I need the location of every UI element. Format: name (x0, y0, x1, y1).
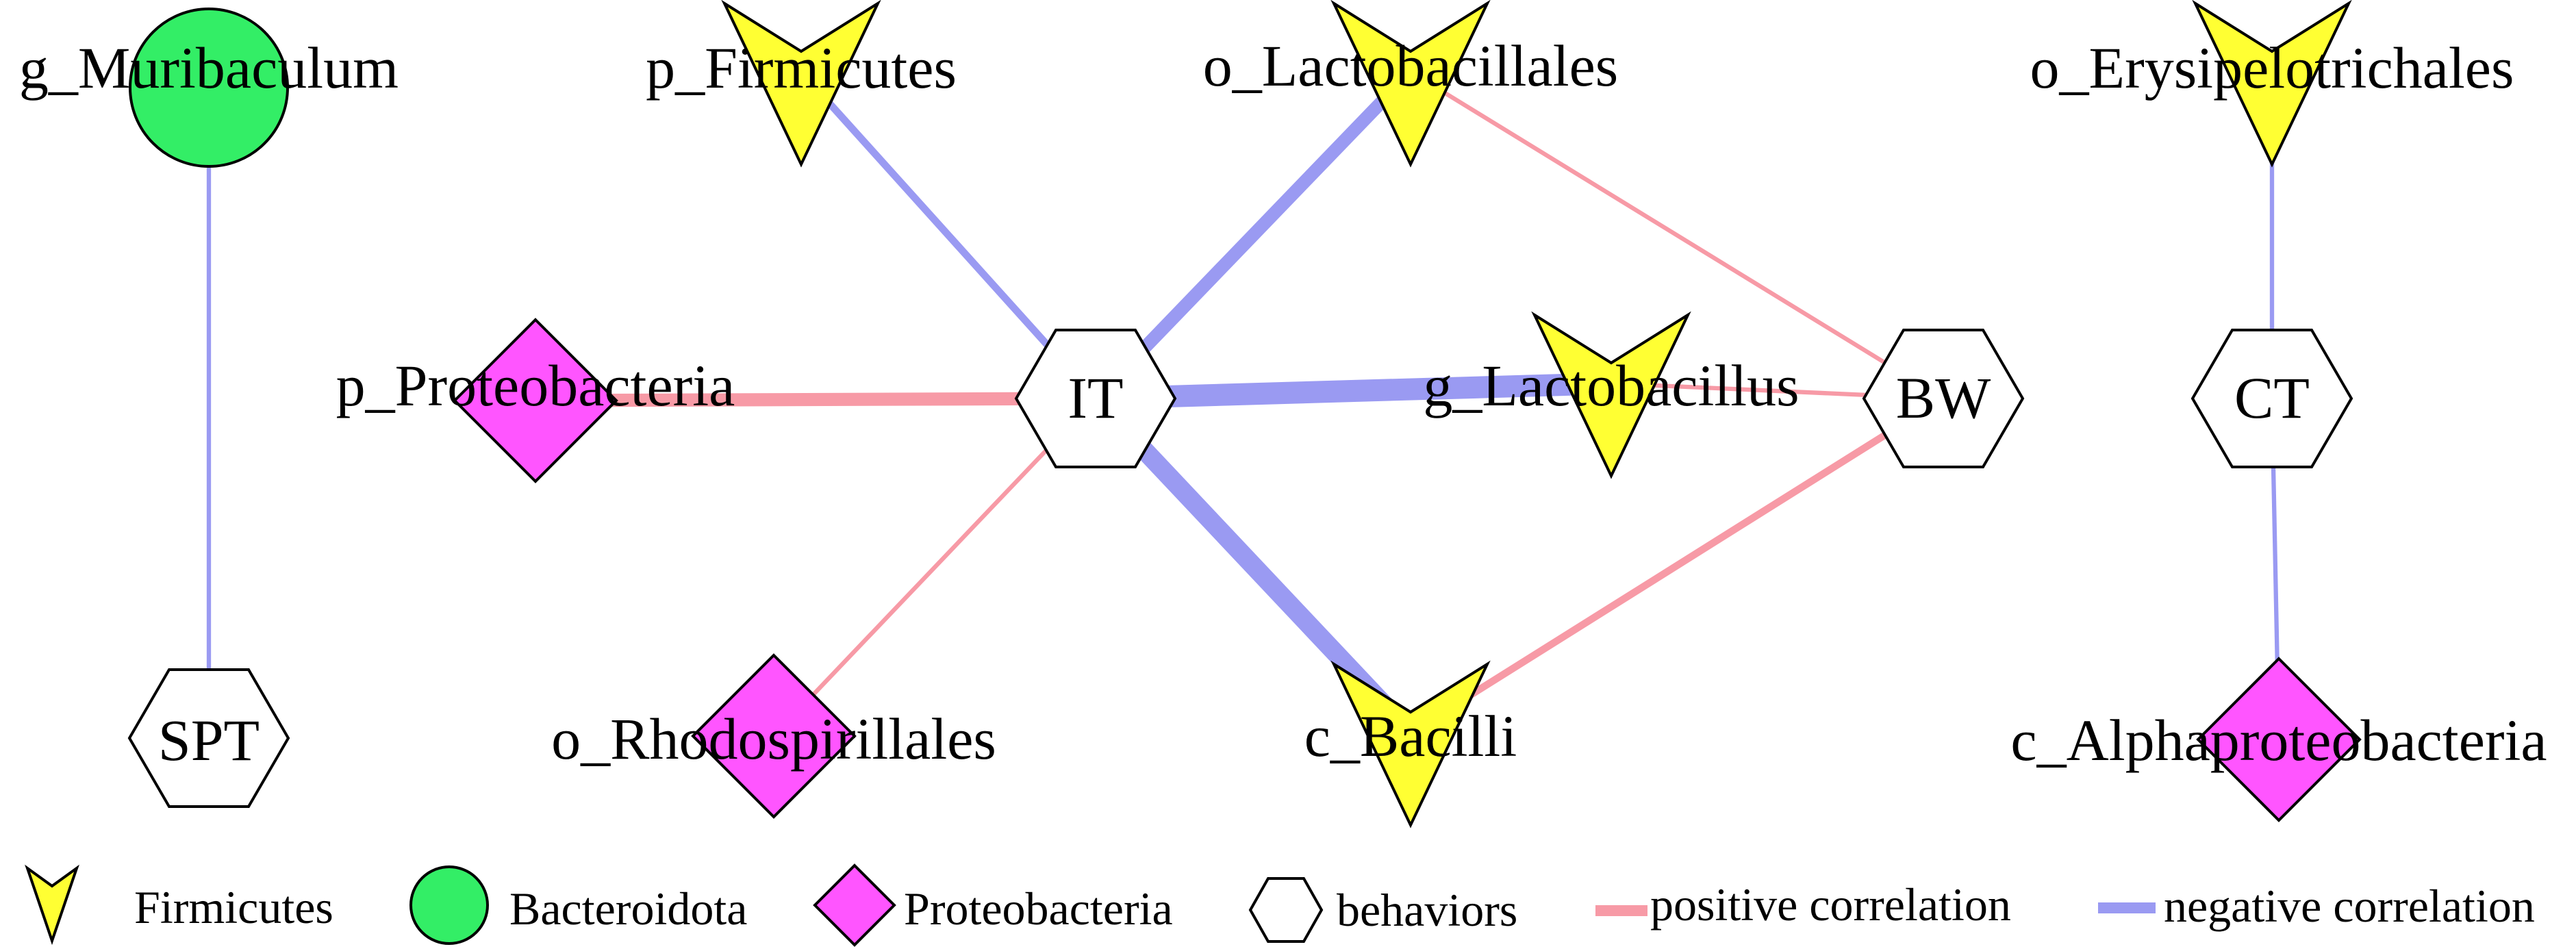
edge-IT-o_Lactobacillales (1091, 67, 1415, 403)
node-g_Lactobacillus (1531, 311, 1691, 479)
node-label-c_Alphaproteobacteria: c_Alphaproteobacteria (2010, 707, 2547, 773)
legend-negative: negative correlation (2098, 880, 2535, 932)
legend: Firmicutes Bacteroidota Proteobacteria b… (25, 863, 2535, 947)
legend-bacteroidota-symbol (409, 865, 489, 945)
edge-IT-c_Bacilli (1088, 392, 1418, 739)
node-CT (2190, 329, 2353, 468)
legend-firmicutes-label: Firmicutes (134, 881, 333, 933)
legend-proteobacteria-symbol (813, 863, 896, 947)
node-label-IT: IT (1068, 365, 1123, 431)
edge-IT-p_Proteobacteria (535, 392, 1096, 407)
edge-IT-g_Lactobacillus (1095, 372, 1612, 410)
legend-proteobacteria: Proteobacteria (813, 863, 1173, 947)
node-label-p_Firmicutes: p_Firmicutes (646, 35, 957, 101)
node-label-o_Lactobacillales: o_Lactobacillales (1203, 33, 1619, 99)
node-label-p_Proteobacteria: p_Proteobacteria (336, 353, 735, 418)
node-o_Lactobacillales (1330, 0, 1491, 168)
legend-behaviors: behaviors (1248, 877, 1517, 943)
edge-BW-c_Bacilli (1409, 395, 1945, 736)
legend-positive-label: positive correlation (1650, 878, 2011, 931)
node-BW (1862, 329, 2025, 468)
legend-bacteroidota-label: Bacteroidota (509, 883, 747, 935)
legend-positive: positive correlation (1595, 878, 2011, 931)
legend-firmicutes-symbol-notch (25, 864, 79, 946)
legend-firmicutes: Firmicutes (25, 864, 333, 946)
node-p_Proteobacteria (453, 318, 618, 483)
node-p_Firmicutes (721, 0, 881, 168)
node-label-g_Lactobacillus: g_Lactobacillus (1423, 353, 1799, 418)
edge-BW-o_Lactobacillales (1409, 70, 1945, 401)
legend-negative-label: negative correlation (2164, 880, 2535, 932)
node-label-g_Muribaculum: g_Muribaculum (19, 35, 399, 101)
node-o_Rhodospirillales (691, 653, 857, 819)
node-SPT (127, 668, 290, 808)
node-label-c_Bacilli: c_Bacilli (1304, 703, 1517, 769)
labels-layer: g_Muribaculum p_Firmicutes o_Lactobacillal… (19, 33, 2547, 773)
legend-behaviors-symbol (1248, 877, 1324, 943)
node-c_Bacilli (1330, 660, 1491, 828)
node-IT (1014, 329, 1177, 468)
node-label-o_Erysipelotrichales: o_Erysipelotrichales (2030, 35, 2514, 101)
node-g_Muribaculum (129, 8, 289, 168)
node-label-SPT: SPT (158, 707, 260, 773)
legend-proteobacteria-label: Proteobacteria (904, 883, 1173, 935)
edge-IT-o_Rhodospirillales (772, 396, 1098, 738)
nodes-layer (127, 0, 2362, 828)
node-c_Alphaproteobacteria (2196, 657, 2362, 822)
legend-behaviors-label: behaviors (1337, 884, 1517, 936)
node-label-CT: CT (2234, 365, 2310, 431)
legend-bacteroidota: Bacteroidota (409, 865, 747, 945)
node-label-o_Rhodospirillales: o_Rhodospirillales (551, 706, 996, 772)
node-o_Erysipelotrichales (2192, 0, 2352, 168)
node-label-BW: BW (1896, 365, 1991, 431)
